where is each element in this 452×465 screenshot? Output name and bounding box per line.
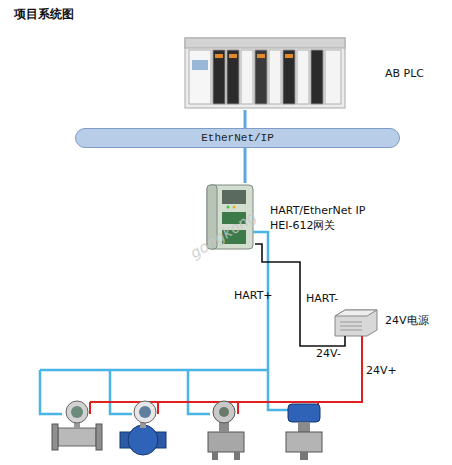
network-band: EtherNet/IP: [75, 128, 400, 148]
connector-line: [244, 148, 247, 183]
node-label: EtherNet/IP: [76, 131, 399, 146]
connector-line: [244, 110, 247, 128]
plc-rack: [185, 38, 345, 108]
plc-node: AB PLC: [185, 35, 345, 110]
pressure-transmitter: [286, 404, 322, 460]
vortex-flowmeter: [52, 401, 102, 450]
node-label: 24V电源: [385, 313, 429, 328]
power-node: 24V电源: [335, 310, 377, 336]
terminal-name: 24V-: [316, 347, 341, 360]
signal-name: HART+: [234, 289, 273, 302]
magnetic-flowmeter: [120, 401, 166, 455]
edge-label: HART-: [306, 292, 338, 305]
node-label: HART/EtherNet IP HEI-612网关: [270, 203, 380, 233]
hart-plus-wire: [40, 232, 288, 414]
terminal-name: 24V+: [366, 364, 397, 377]
dp-transmitter: [208, 401, 244, 460]
diagram-title: 项目系统图: [14, 6, 74, 23]
power-supply: [335, 310, 377, 336]
node-label: AB PLC: [385, 66, 424, 81]
